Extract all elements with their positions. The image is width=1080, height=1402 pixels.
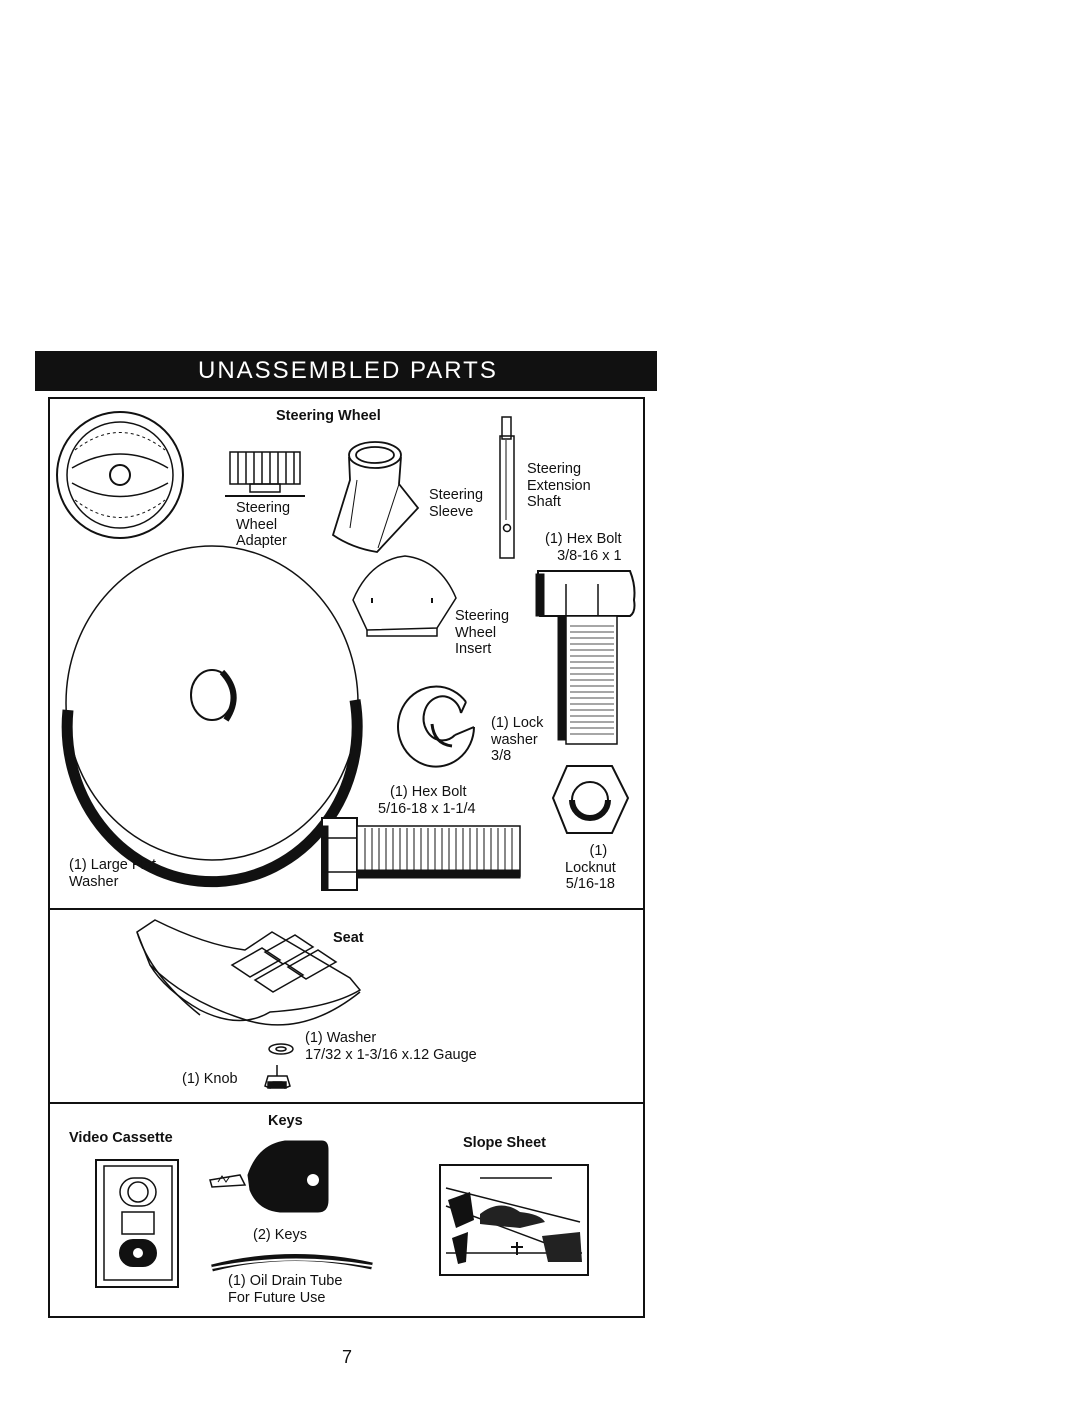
steering-wheel-insert-icon [352,555,457,637]
seat-icon [136,919,362,1026]
hex-bolt-small-icon [321,817,521,891]
section-divider [48,1102,645,1104]
oil-drain-tube-icon [211,1253,373,1272]
washer-label: (1) Washer 17/32 x 1-3/16 x.12 Gauge [305,1030,477,1063]
section-divider [48,908,645,910]
key-icon [209,1140,329,1213]
slope-sheet-title: Slope Sheet [463,1135,546,1151]
seat-title: Seat [333,930,364,946]
oil-drain-tube-label: (1) Oil Drain Tube For Future Use [228,1273,343,1306]
locknut-icon [551,765,630,834]
slope-sheet-icon [439,1164,589,1276]
steering-wheel-insert-label: Steering Wheel Insert [455,608,510,657]
steering-wheel-title: Steering Wheel [276,408,381,424]
hex-bolt-small-label: (1) Hex Bolt 5/16-18 x 1-1/4 [378,784,476,817]
section-header: UNASSEMBLED PARTS [35,351,657,391]
video-cassette-title: Video Cassette [69,1130,173,1146]
large-flat-washer-icon [61,545,363,888]
video-cassette-icon [95,1159,179,1288]
steering-wheel-icon [56,411,184,539]
locknut-label: (1) Locknut 5/16-18 [565,843,616,892]
parts-frame [48,397,645,1318]
page-number: 7 [342,1347,353,1367]
hex-bolt-large-icon [535,570,636,745]
steering-sleeve-label: Steering Sleeve [429,487,484,520]
header-title: UNASSEMBLED PARTS [198,357,498,384]
keys-label: (2) Keys [253,1227,307,1243]
keys-title: Keys [268,1113,303,1129]
steering-wheel-adapter-label: Steering Wheel Adapter [236,500,291,549]
steering-extension-shaft-label: Steering Extension Shaft [527,461,591,510]
lock-washer-icon [397,685,475,768]
knob-icon [264,1065,291,1089]
knob-label: (1) Knob [182,1071,238,1087]
steering-sleeve-icon [331,441,420,553]
lock-washer-label: (1) Lock washer 3/8 [491,715,544,764]
steering-wheel-adapter-icon [225,451,305,497]
large-flat-washer-label: (1) Large Flat Washer [69,857,157,890]
hex-bolt-large-label: (1) Hex Bolt 3/8-16 x 1 [545,531,622,564]
small-washer-icon [268,1043,294,1055]
steering-extension-shaft-icon [499,416,515,559]
